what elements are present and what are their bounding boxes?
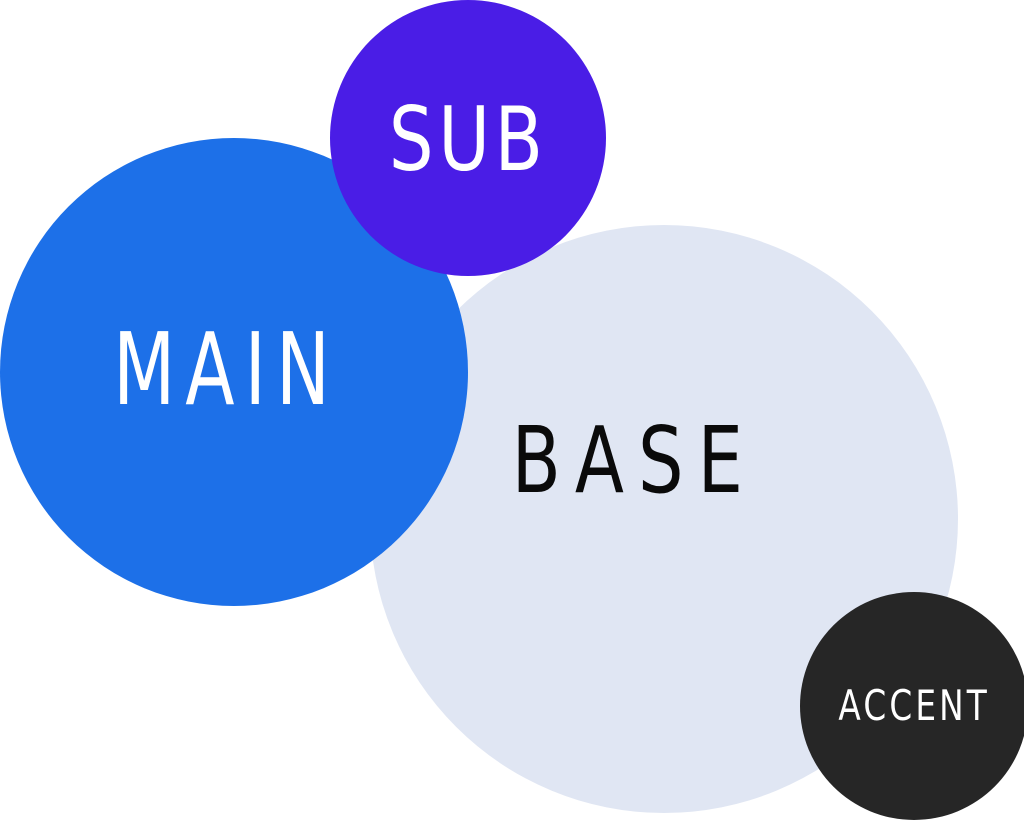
sub-circle: SUB (330, 0, 606, 276)
main-label: MAIN (112, 311, 340, 428)
accent-label: ACCENT (838, 681, 990, 730)
base-label: BASE (511, 407, 757, 514)
accent-circle: ACCENT (800, 592, 1024, 820)
base-circle: BASE (370, 225, 958, 813)
sub-label: SUB (388, 88, 548, 191)
